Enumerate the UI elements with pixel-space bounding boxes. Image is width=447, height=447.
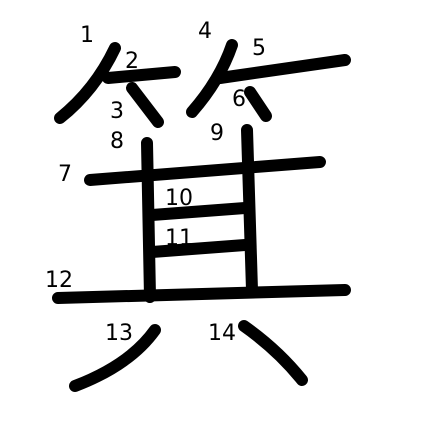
- stroke-11: [146, 239, 251, 258]
- stroke-number-1: 1: [80, 23, 94, 48]
- stroke-number-2: 2: [125, 49, 139, 74]
- stroke-12: [52, 284, 351, 304]
- stroke-number-5: 5: [252, 36, 266, 61]
- stroke-2: [102, 66, 181, 84]
- stroke-14: [238, 320, 308, 386]
- stroke-number-7: 7: [58, 162, 72, 187]
- stroke-number-10: 10: [165, 186, 193, 211]
- stroke-number-13: 13: [105, 321, 133, 346]
- stroke-number-9: 9: [210, 121, 224, 146]
- stroke-3: [126, 82, 164, 128]
- stroke-7: [84, 156, 326, 186]
- stroke-number-8: 8: [110, 129, 124, 154]
- stroke-number-12: 12: [45, 268, 73, 293]
- stroke-5: [214, 54, 351, 84]
- stroke-number-3: 3: [110, 99, 124, 124]
- stroke-number-11: 11: [165, 226, 193, 251]
- stroke-number-14: 14: [208, 321, 236, 346]
- stroke-number-6: 6: [232, 87, 246, 112]
- stroke-number-4: 4: [198, 19, 212, 44]
- stroke-6: [244, 86, 272, 122]
- stroke-1: [54, 42, 121, 124]
- stroke-13: [69, 324, 161, 392]
- stroke-8: [141, 137, 156, 303]
- stroke-10: [146, 202, 251, 221]
